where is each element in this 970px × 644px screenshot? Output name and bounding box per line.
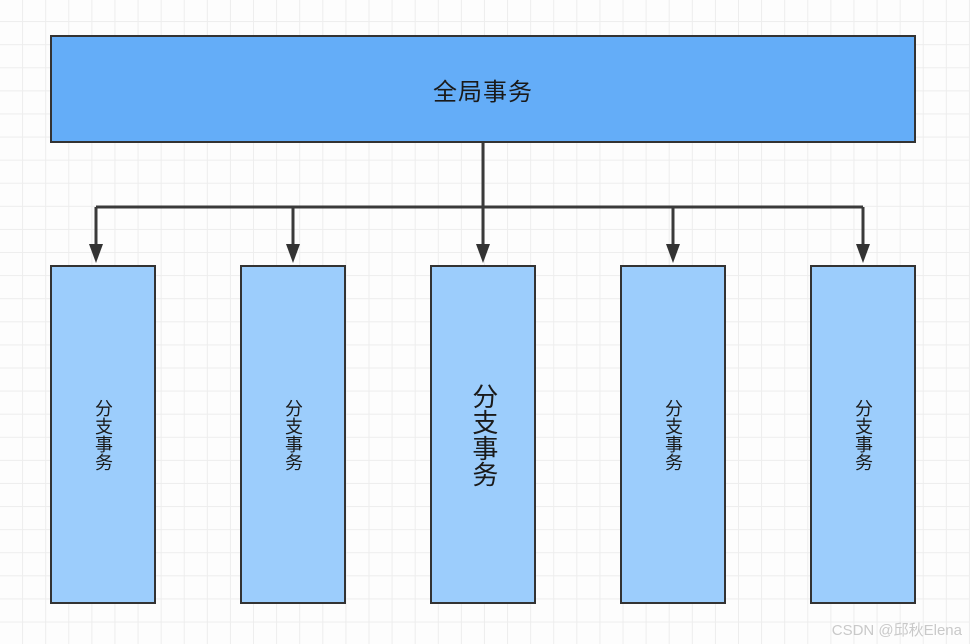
node-global-transaction[interactable]: 全局事务 bbox=[50, 35, 916, 143]
node-branch-transaction-4[interactable]: 分支事务 bbox=[620, 265, 726, 604]
node-branch-transaction-4-label: 分支事务 bbox=[663, 398, 684, 471]
node-branch-transaction-1-label: 分支事务 bbox=[93, 398, 114, 471]
arrowhead-icon-3 bbox=[476, 244, 490, 263]
node-branch-transaction-3-label: 分支事务 bbox=[468, 382, 499, 487]
watermark: CSDN @邱秋Elena bbox=[831, 622, 962, 639]
node-branch-transaction-5-label: 分支事务 bbox=[853, 398, 874, 471]
node-branch-transaction-5[interactable]: 分支事务 bbox=[810, 265, 916, 604]
node-branch-transaction-1[interactable]: 分支事务 bbox=[50, 265, 156, 604]
node-global-transaction-label: 全局事务 bbox=[433, 78, 533, 106]
node-branch-transaction-2-label: 分支事务 bbox=[283, 398, 304, 471]
arrowhead-icon-4 bbox=[666, 244, 680, 263]
arrowhead-icon-5 bbox=[856, 244, 870, 263]
arrowhead-icon-1 bbox=[89, 244, 103, 263]
arrowhead-icon-2 bbox=[286, 244, 300, 263]
node-branch-transaction-3[interactable]: 分支事务 bbox=[430, 265, 536, 604]
node-branch-transaction-2[interactable]: 分支事务 bbox=[240, 265, 346, 604]
